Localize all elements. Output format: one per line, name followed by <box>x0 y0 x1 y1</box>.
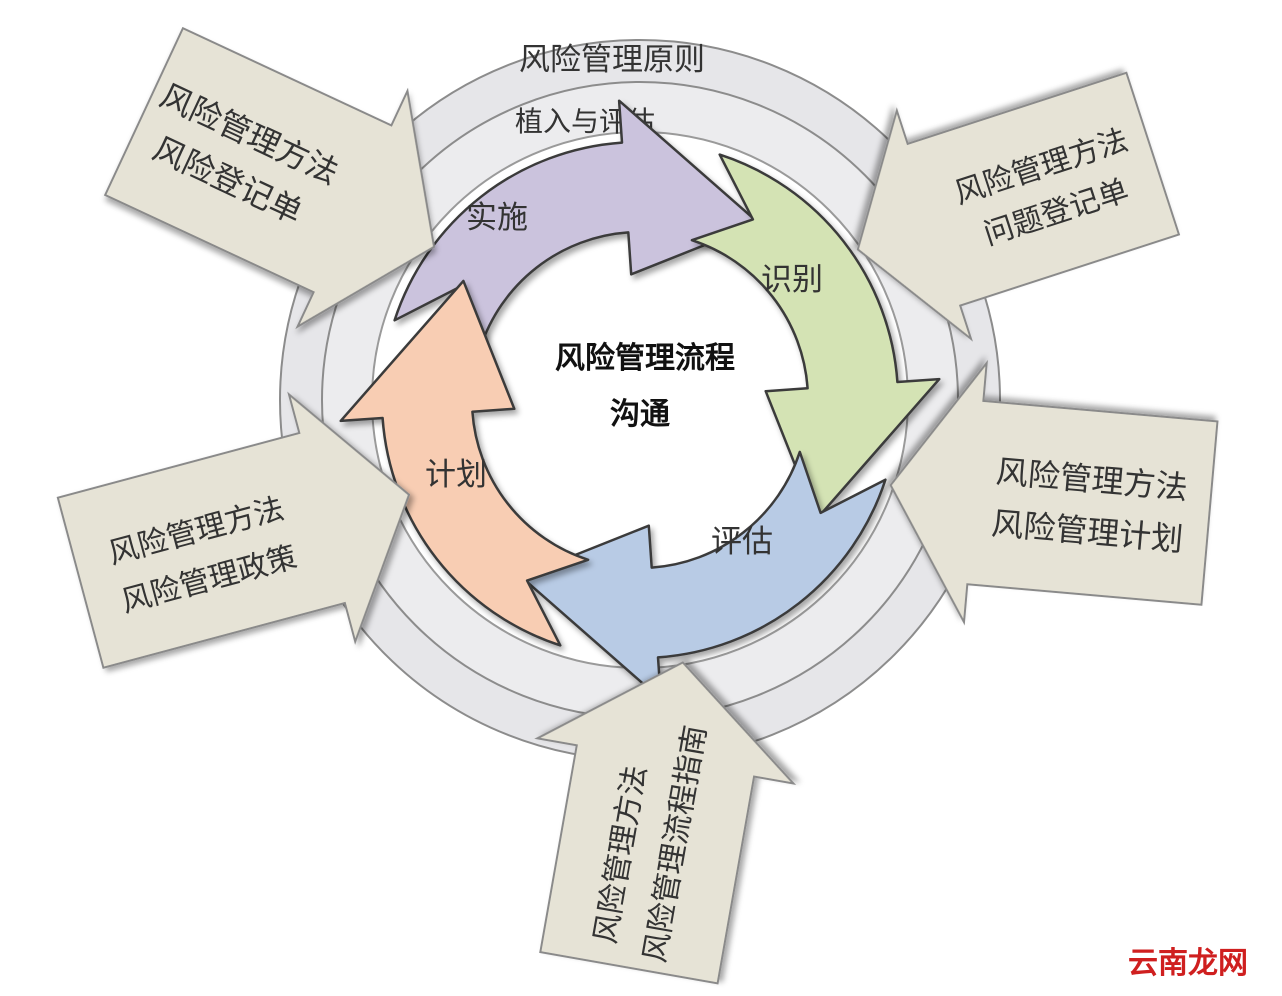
cycle-arrows <box>339 99 941 701</box>
ring-label-principles: 风险管理原则 <box>519 42 705 78</box>
input-arrow-shape <box>534 661 797 985</box>
input-arrow-bottom-left: 风险管理方法 风险管理政策 <box>56 391 411 669</box>
stage-label-plan: 计划 <box>425 457 487 493</box>
input-arrow-top-right: 风险管理方法 问题登记单 <box>856 71 1181 342</box>
input-arrow-shape <box>103 26 436 330</box>
input-arrow-bottom: 风险管理方法 风险管理流程指南 <box>534 661 797 985</box>
input-arrow-shape <box>889 359 1219 626</box>
input-arrow-right: 风险管理方法 风险管理计划 <box>889 359 1219 626</box>
cycle-arrow-plan <box>339 279 590 647</box>
input-arrow-shape <box>56 391 411 669</box>
center-subtitle: 沟通 <box>610 397 670 432</box>
center-title: 风险管理流程 <box>555 341 735 376</box>
stage-label-implement: 实施 <box>466 200 528 236</box>
watermark: 云南龙网 <box>1128 946 1248 981</box>
stage-label-assess: 评估 <box>711 524 773 560</box>
cycle-arrow-implement <box>393 99 761 350</box>
input-arrow-shape <box>856 71 1181 342</box>
stage-label-identify: 识别 <box>761 262 823 298</box>
input-arrow-top-left: 风险管理方法 风险登记单 <box>103 26 436 330</box>
cycle-arrow-identify <box>690 153 941 521</box>
